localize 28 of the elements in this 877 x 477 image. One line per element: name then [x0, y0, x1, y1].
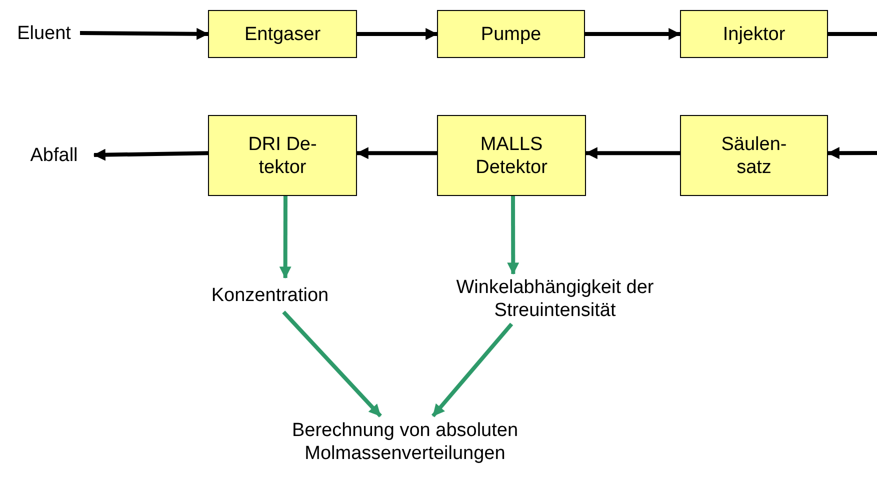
arrow: [356, 147, 437, 160]
process-box: [437, 115, 586, 196]
box-label: Säulen- satz: [720, 132, 788, 178]
arrow: [507, 196, 520, 275]
node-label: Konzentration: [211, 284, 329, 306]
arrow: [827, 147, 877, 160]
box-label: Entgaser: [244, 22, 321, 46]
box-label: MALLS Detektor: [474, 132, 548, 178]
arrow: [585, 28, 681, 40]
box-label: Pumpe: [480, 22, 542, 46]
node-label: Berechnung von absoluten Molmassenverteilungen: [290, 419, 520, 465]
arrow: [431, 322, 514, 418]
box-label: Injektor: [722, 22, 786, 46]
arrow: [282, 310, 382, 418]
process-box: [208, 10, 357, 58]
process-box: [437, 10, 585, 58]
arrow: [357, 28, 438, 40]
arrow: [279, 196, 292, 279]
node-label: Abfall: [30, 144, 78, 166]
arrow: [585, 147, 680, 160]
node-label: Eluent: [17, 22, 71, 44]
box-label: DRI De- tektor: [247, 132, 318, 178]
process-box: [208, 115, 357, 196]
process-box: [680, 10, 828, 58]
process-box: [680, 115, 828, 196]
arrow: [93, 148, 208, 161]
arrow: [80, 28, 209, 40]
node-label: Winkelabhängigkeit der Streuintensität: [455, 276, 655, 322]
